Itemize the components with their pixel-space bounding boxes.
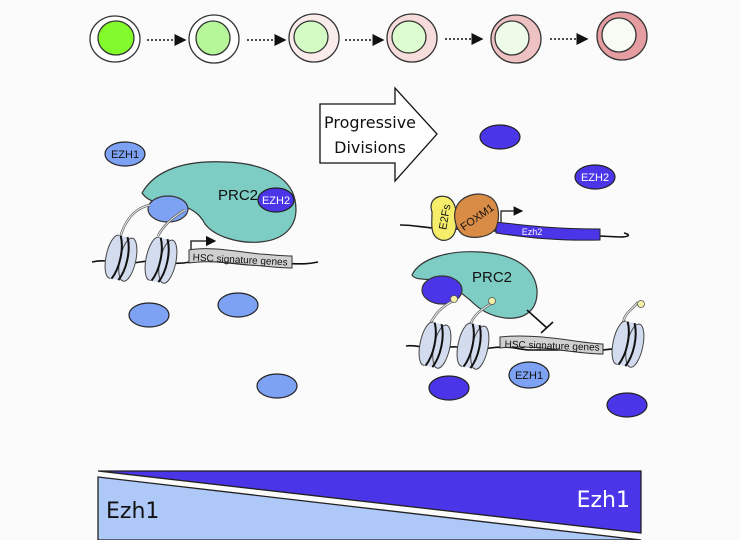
methyl-mark [637,300,645,308]
ezh2-protein [428,375,470,401]
histone-tail [429,300,454,326]
cell-2 [188,14,240,64]
ezh1-wedge [97,476,642,540]
ezh1-protein [128,302,170,328]
ezh2-gene-label: Ezh2 [522,227,543,237]
nucleosome [104,234,138,282]
cell-4 [386,13,438,63]
nucleosome [456,322,490,370]
cell-6 [596,11,648,61]
histone-tail [157,209,186,237]
methyl-mark [488,297,496,305]
histone-tail [118,203,151,239]
ezh2-protein: EZH2 [574,164,616,190]
histone-tail [119,204,151,239]
ezh1-protein [256,373,298,399]
ezh1-protein: EZH1 [104,141,146,167]
ezh2-bar-label: Ezh1 [577,488,630,513]
ezh1-in-complex [147,195,189,223]
ezh2-gene: Ezh2 [495,221,601,241]
hsc-signature-genes-box: HSC signature genes [499,335,604,355]
ezh1-label: EZH1 [111,149,139,161]
cell-5 [490,14,542,64]
hsc-signature-genes-box: HSC signature genes [188,248,293,269]
hsc-genes-label: HSC signature genes [192,253,288,269]
arrow-text-line2: Divisions [334,138,406,157]
nucleosome [418,321,452,369]
ezh2-wedge [97,470,642,534]
prc2-label: PRC2 [472,269,512,286]
ezh1-label: EZH1 [515,370,543,382]
ezh1-protein [217,292,259,318]
ezh1-bar-label: Ezh1 [106,499,159,524]
nucleosome [144,236,178,284]
ezh1-protein: EZH1 [508,361,550,389]
ezh2-transcription-arrow [500,206,524,222]
prc2-label: PRC2 [218,187,258,204]
cell-series [89,11,648,64]
left-panel: EZH1 PRC2 EZH2 [91,141,319,399]
methyl-mark [450,295,458,303]
histone-tail [622,301,639,324]
expression-gradient-bar: Ezh1 Ezh1 [97,470,642,540]
e2fs-label: E2Fs [437,203,453,231]
ezh2-label: EZH2 [262,195,290,207]
arrow-text-line1: Progressive [324,113,416,132]
transcription-start-arrow [190,235,217,252]
foxm1-factor: FOXM1 [454,193,500,238]
cell-3 [288,13,340,63]
histone-tail [428,299,454,326]
progressive-divisions-arrow: Progressive Divisions [319,86,438,183]
nucleosome [611,320,645,368]
ezh2-protein [606,392,648,418]
hsc-genes-label: HSC signature genes [504,339,599,353]
e2fs-factor: E2Fs [430,195,458,241]
cell-1 [89,15,141,63]
repression-arrow [526,309,554,334]
right-panel: EZH2 Ezh2 E2Fs FOXM1 PRC2 [399,124,648,418]
ezh2-protein [479,124,521,150]
ezh2-label: EZH2 [581,172,609,184]
ezh2-protein: EZH2 [257,187,295,213]
